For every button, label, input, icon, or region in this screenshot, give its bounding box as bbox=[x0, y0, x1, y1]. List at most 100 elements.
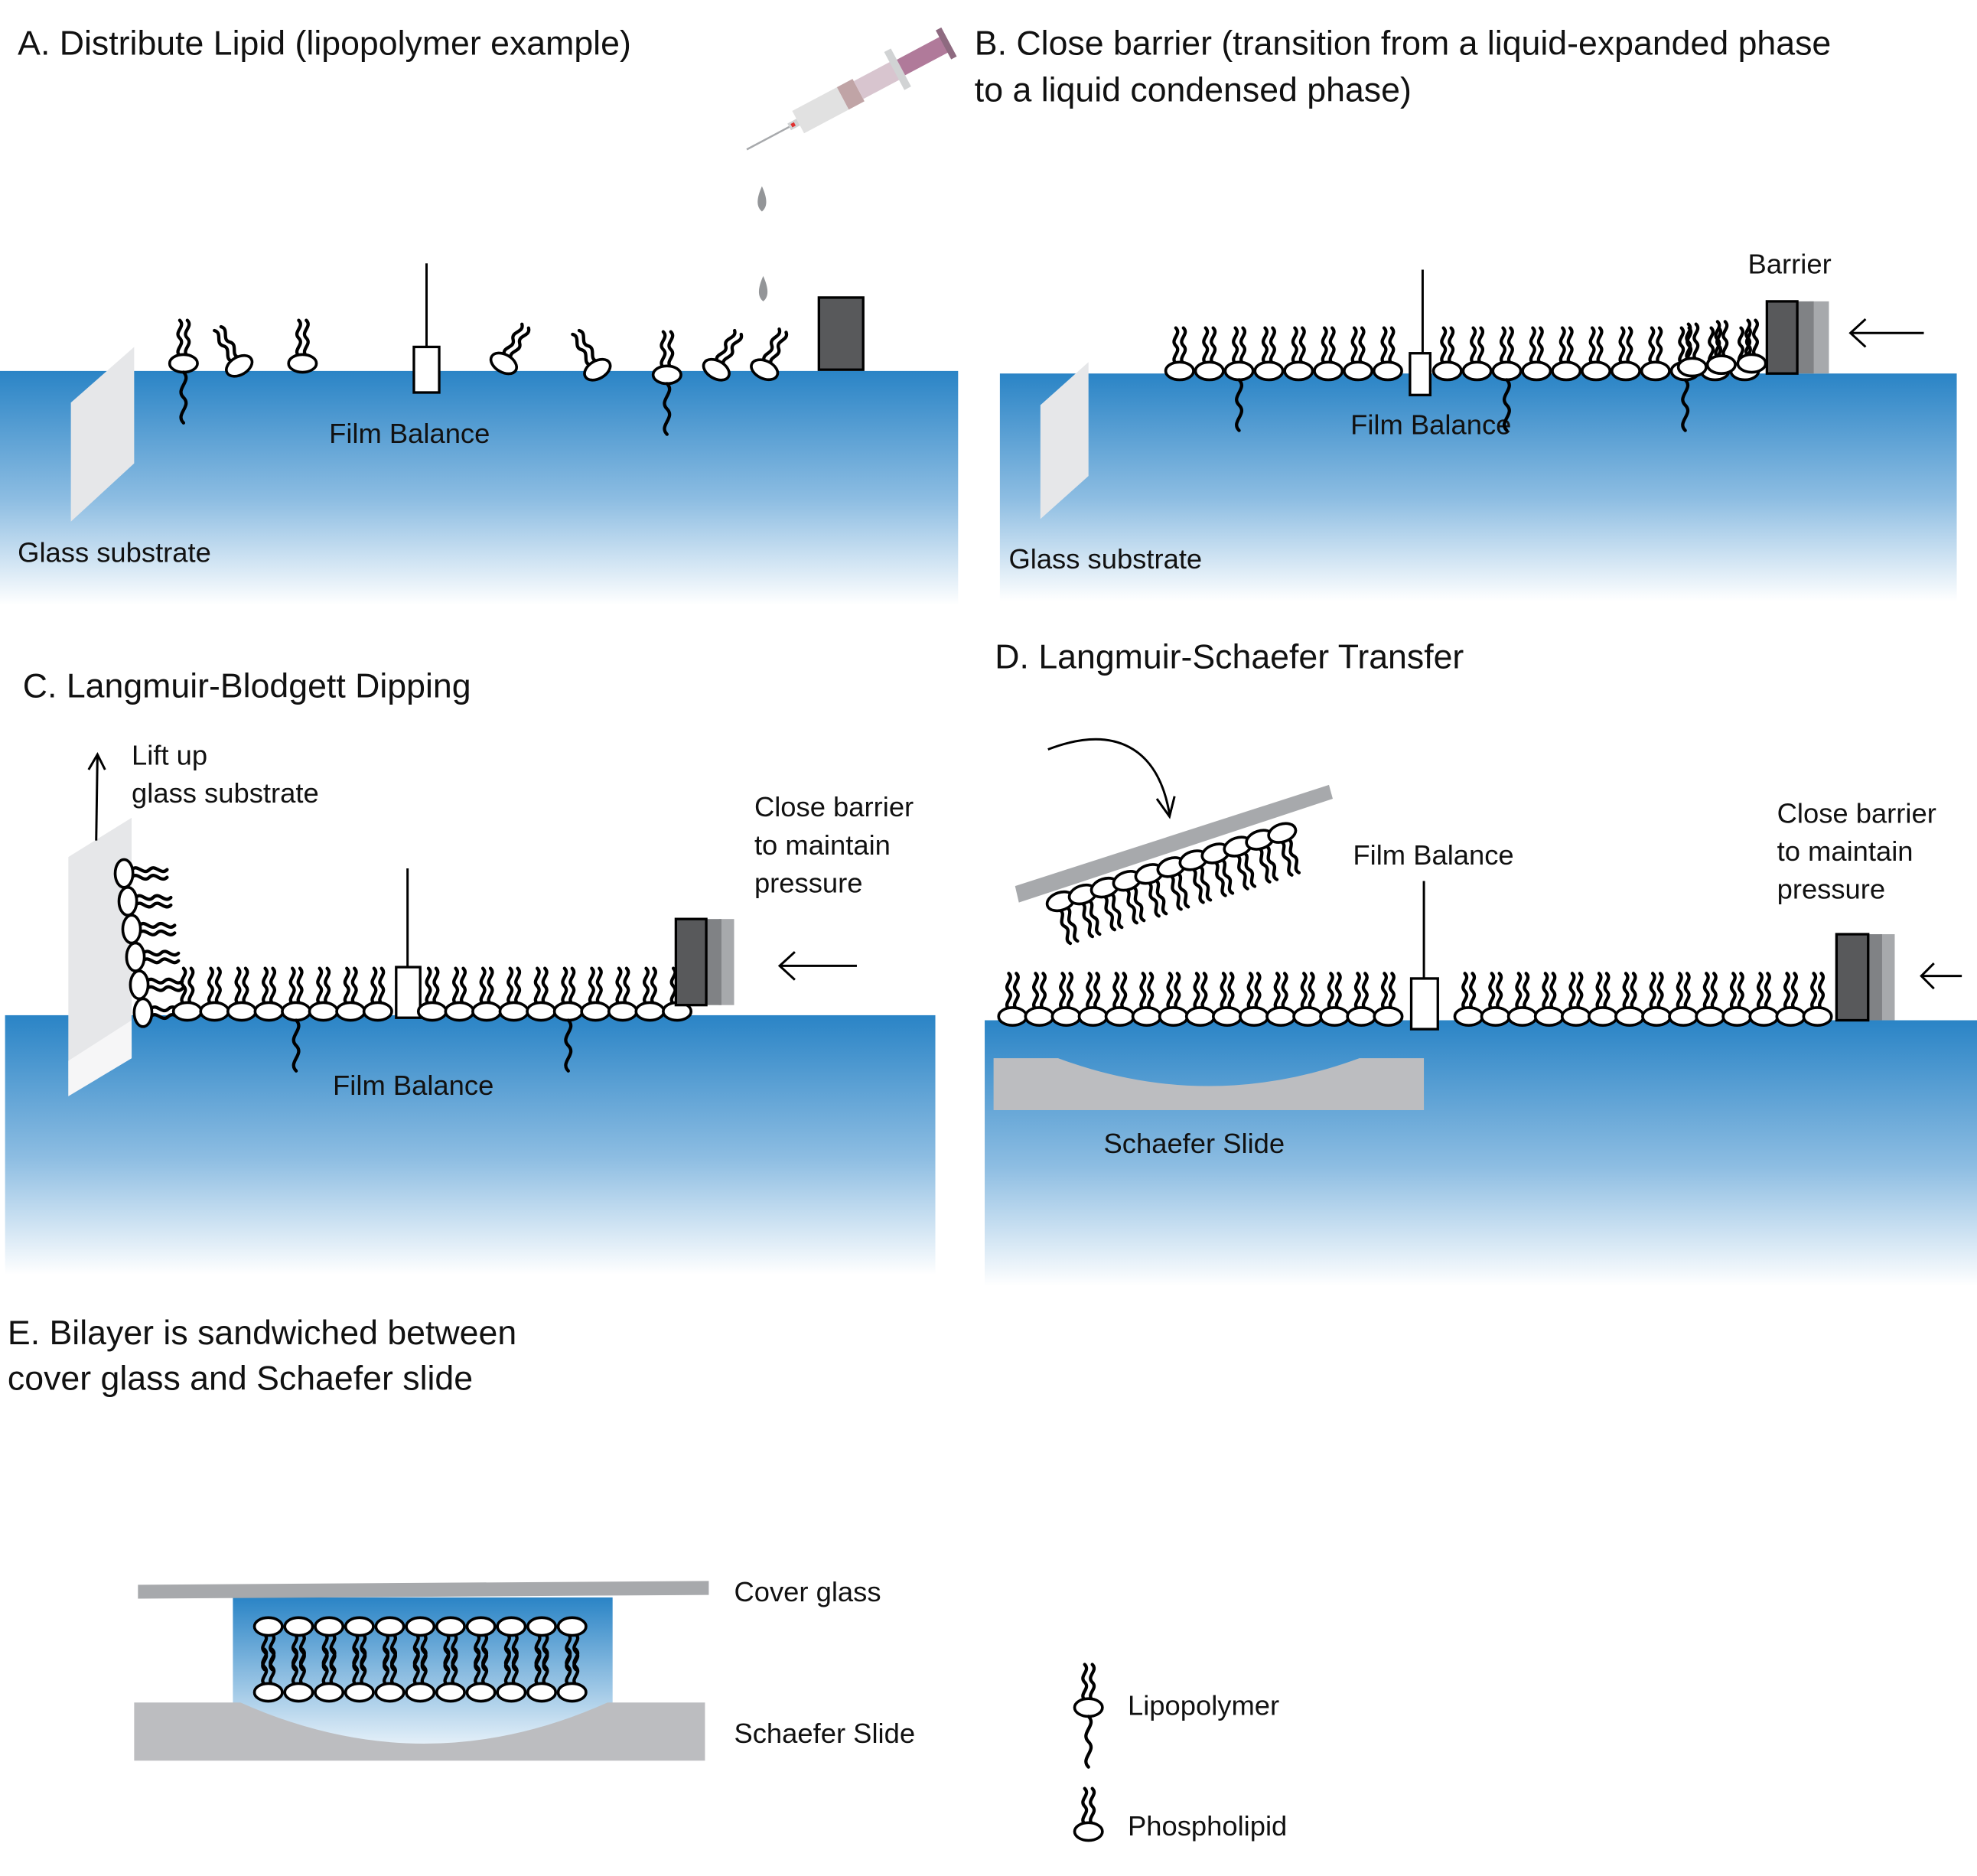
glass-substrate-submerged bbox=[68, 1020, 132, 1096]
legend: Lipopolymer Phospholipid bbox=[1074, 1665, 1287, 1842]
panel-c-title: C. Langmuir-Blodgett Dipping bbox=[23, 668, 471, 705]
phospholipid-molecule bbox=[1803, 973, 1831, 1025]
panel-e: E. Bilayer is sandwiched between cover g… bbox=[8, 1314, 915, 1761]
phospholipid-molecule bbox=[174, 969, 201, 1021]
barrier-label: Barrier bbox=[1748, 248, 1832, 279]
phospholipid-molecule bbox=[119, 888, 171, 915]
phospholipid-molecule bbox=[1374, 328, 1402, 380]
lift-label-line2: glass substrate bbox=[132, 777, 319, 809]
phospholipid-molecule bbox=[288, 321, 316, 373]
glass-substrate-label: Glass substrate bbox=[18, 537, 211, 568]
legend-item-lipopolymer: Lipopolymer bbox=[1074, 1665, 1279, 1767]
phospholipid-molecule bbox=[1723, 973, 1751, 1025]
close-label-line1: Close barrier bbox=[754, 791, 914, 822]
film-balance-probe bbox=[412, 345, 441, 394]
phospholipid-molecule bbox=[1240, 973, 1268, 1025]
schaefer-slide-label: Schaefer Slide bbox=[734, 1718, 915, 1749]
phospholipid-molecule bbox=[487, 319, 537, 378]
panel-b: B. Close barrier (transition from a liqu… bbox=[975, 24, 1957, 601]
film-balance-label: Film Balance bbox=[1353, 839, 1513, 871]
phospholipid-molecule bbox=[1166, 328, 1194, 380]
close-label-line1: Close barrier bbox=[1777, 797, 1936, 829]
water-trough bbox=[999, 373, 1957, 601]
phospholipid-molecule bbox=[1294, 973, 1321, 1025]
panel-a-title: A. Distribute Lipid (lipopolymer example… bbox=[18, 24, 631, 62]
arrow-left-icon bbox=[1920, 962, 1962, 990]
schaefer-slide bbox=[993, 1058, 1425, 1110]
phospholipid-molecule bbox=[609, 969, 637, 1021]
phospholipid-molecule bbox=[1255, 328, 1282, 380]
panel-a: A. Distribute Lipid (lipopolymer example… bbox=[0, 24, 959, 605]
film-balance-label: Film Balance bbox=[1350, 409, 1511, 441]
phospholipid-molecule bbox=[1433, 328, 1461, 380]
panel-b-title-line2: to a liquid condensed phase) bbox=[975, 72, 1412, 109]
lift-label-line1: Lift up bbox=[132, 739, 207, 770]
phospholipid-molecule bbox=[1642, 328, 1669, 380]
phospholipid-molecule bbox=[1160, 973, 1187, 1025]
glass-substrate bbox=[1040, 362, 1089, 519]
phospholipid-molecule bbox=[1696, 973, 1724, 1025]
panel-e-title-line2: cover glass and Schaefer slide bbox=[8, 1360, 473, 1398]
phospholipid-molecule bbox=[1509, 973, 1536, 1025]
film-balance-probe bbox=[395, 966, 422, 1019]
legend-label: Lipopolymer bbox=[1128, 1690, 1279, 1721]
film-balance-probe bbox=[1409, 977, 1439, 1031]
panel-e-title-line1: E. Bilayer is sandwiched between bbox=[8, 1314, 516, 1352]
phospholipid-molecule bbox=[581, 969, 609, 1021]
phospholipid-molecule bbox=[337, 969, 364, 1021]
phospholipid-molecule bbox=[122, 915, 174, 943]
phospholipid-molecule bbox=[1643, 973, 1670, 1025]
close-label-line3: pressure bbox=[754, 867, 863, 898]
phospholipid-molecule bbox=[1612, 328, 1640, 380]
film-balance-probe bbox=[1409, 352, 1432, 396]
panel-d-title: D. Langmuir-Schaefer Transfer bbox=[995, 639, 1464, 676]
phospholipid-molecule bbox=[1750, 973, 1777, 1025]
phospholipid-molecule bbox=[1133, 973, 1161, 1025]
arrow-left-icon bbox=[1848, 318, 1924, 348]
barrier bbox=[817, 296, 865, 371]
barrier-trail bbox=[1865, 934, 1882, 1021]
phospholipid-icon bbox=[1074, 1789, 1102, 1841]
water-trough bbox=[0, 370, 959, 605]
glass-substrate-label: Glass substrate bbox=[1008, 543, 1202, 575]
droplet-icon bbox=[757, 186, 767, 212]
phospholipid-molecule bbox=[1106, 973, 1134, 1025]
phospholipid-molecule bbox=[1344, 328, 1372, 380]
barrier-trail bbox=[705, 919, 721, 1005]
phospholipid-molecule bbox=[636, 969, 663, 1021]
cover-glass-label: Cover glass bbox=[734, 1576, 881, 1607]
phospholipid-molecule bbox=[1582, 328, 1610, 380]
phospholipid-molecule bbox=[445, 969, 473, 1021]
water-trough bbox=[985, 1020, 1977, 1286]
phospholipid-molecule bbox=[1195, 328, 1223, 380]
slide-with-monolayer bbox=[1015, 784, 1333, 903]
phospholipid-molecule bbox=[1079, 973, 1106, 1025]
barrier bbox=[674, 917, 708, 1007]
panel-c: C. Langmuir-Blodgett Dipping Lift up gla… bbox=[5, 668, 936, 1275]
phospholipid-molecule bbox=[200, 969, 228, 1021]
barrier bbox=[1835, 933, 1870, 1022]
phospholipid-molecule bbox=[1314, 328, 1342, 380]
arrow-up-icon bbox=[87, 752, 106, 841]
lipopolymer-icon bbox=[1074, 1665, 1102, 1767]
phospholipid-molecule bbox=[527, 969, 555, 1021]
syringe-icon bbox=[746, 27, 957, 151]
phospholipid-molecule bbox=[1552, 328, 1580, 380]
barrier bbox=[1765, 300, 1799, 375]
legend-item-phospholipid: Phospholipid bbox=[1074, 1789, 1287, 1842]
phospholipid-molecule bbox=[309, 969, 337, 1021]
phospholipid-molecule bbox=[473, 969, 500, 1021]
legend-label: Phospholipid bbox=[1128, 1810, 1287, 1842]
glass-substrate bbox=[70, 347, 135, 522]
phospholipid-molecule bbox=[116, 859, 168, 887]
phospholipid-molecule bbox=[130, 971, 182, 998]
phospholipid-molecule bbox=[1562, 973, 1590, 1025]
phospholipid-molecule bbox=[1777, 973, 1804, 1025]
phospholipid-molecule bbox=[1025, 973, 1053, 1025]
phospholipid-molecule bbox=[1267, 973, 1295, 1025]
glass-substrate bbox=[68, 817, 132, 1096]
close-label-line2: to maintain bbox=[1777, 835, 1913, 867]
arrow-left-icon bbox=[777, 951, 857, 981]
barrier-trail bbox=[718, 919, 734, 1005]
phospholipid-molecule bbox=[1616, 973, 1643, 1025]
